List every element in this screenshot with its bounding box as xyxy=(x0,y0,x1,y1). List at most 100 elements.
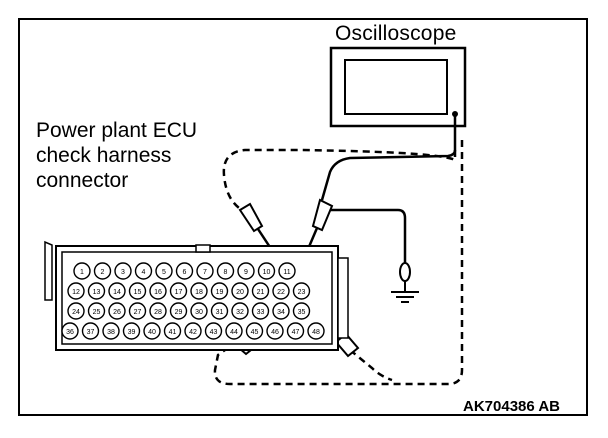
connector-pin-number: 14 xyxy=(113,289,121,296)
connector-pin xyxy=(292,302,311,320)
connector-pin-number: 34 xyxy=(277,309,285,316)
connector-pin xyxy=(272,282,290,300)
oscilloscope-label: Oscilloscope xyxy=(335,22,457,45)
connector-pin-number: 26 xyxy=(113,309,121,316)
connector-pin xyxy=(257,262,276,280)
connector-pin-number: 35 xyxy=(298,309,306,316)
connector-pin xyxy=(190,302,208,320)
oscilloscope xyxy=(329,46,467,128)
dashed-lead-bottom xyxy=(213,140,464,386)
connector-pin-number: 45 xyxy=(251,329,259,336)
connector-pin-number: 38 xyxy=(107,329,115,336)
connector-pin-number: 17 xyxy=(175,289,183,296)
connector-pin xyxy=(122,322,141,340)
connector-pin-number: 40 xyxy=(148,329,156,336)
connector-pin-number: 31 xyxy=(216,309,224,316)
connector-pin-number: 11 xyxy=(283,269,290,276)
connector-pin-number: 9 xyxy=(244,269,248,276)
connector-pin-number: 5 xyxy=(162,269,166,276)
connector-pin-number: 15 xyxy=(134,289,142,296)
connector-pin xyxy=(225,322,243,340)
ecu-label-line-3: connector xyxy=(36,169,129,192)
connector-pin-number: 43 xyxy=(210,329,218,336)
connector-pin xyxy=(73,262,91,280)
connector-pin xyxy=(307,322,325,340)
connector-pin-number: 37 xyxy=(87,329,95,336)
ground-clip-icon xyxy=(391,262,419,303)
connector-pin-number: 30 xyxy=(195,309,203,316)
connector-pin-number: 48 xyxy=(312,329,320,336)
connector-pin-number: 13 xyxy=(93,289,101,296)
connector-pin-number: 16 xyxy=(154,289,162,296)
connector-pin xyxy=(286,322,305,340)
connector-pin xyxy=(169,282,188,300)
connector-pin xyxy=(292,282,311,300)
connector-pin xyxy=(169,302,188,320)
connector-pin-number: 21 xyxy=(257,289,265,296)
connector-pin xyxy=(128,282,147,300)
connector-pin-number: 8 xyxy=(224,269,228,276)
figure-code: AK704386 AB xyxy=(463,398,560,415)
dashed-lead-right xyxy=(349,349,393,382)
connector-pin-number: 32 xyxy=(236,309,244,316)
ground-lead xyxy=(330,208,407,265)
connector-pin-number: 7 xyxy=(203,269,207,276)
connector-pin-number: 19 xyxy=(216,289,224,296)
connector-pin-number: 3 xyxy=(121,269,125,276)
connector-pin-number: 36 xyxy=(66,329,74,336)
connector-pin xyxy=(210,282,229,300)
connector-pin xyxy=(272,302,290,320)
connector-pin xyxy=(190,282,208,300)
connector-pin xyxy=(61,322,79,340)
ecu-label-line-2: check harness xyxy=(36,144,172,167)
connector-pin-number: 20 xyxy=(236,289,244,296)
connector-pin xyxy=(251,282,270,300)
connector-pin xyxy=(108,302,126,320)
connector-pin xyxy=(134,262,153,280)
connector-pin-number: 10 xyxy=(263,269,271,276)
solid-probe-lead xyxy=(320,116,457,201)
connector-pin xyxy=(155,262,173,280)
connector-pin xyxy=(87,282,106,300)
connector-pin-number: 47 xyxy=(292,329,300,336)
connector-pin xyxy=(251,302,270,320)
connector-pin-number: 4 xyxy=(142,269,146,276)
connector-pin-number: 41 xyxy=(169,329,177,336)
connector-pin xyxy=(149,302,167,320)
ecu-connector-label: Power plant ECU check harness connector xyxy=(36,118,197,193)
connector-pin-number: 28 xyxy=(154,309,162,316)
connector-pin xyxy=(204,322,223,340)
connector-pin xyxy=(210,302,229,320)
connector-pin xyxy=(175,262,194,280)
connector-pin xyxy=(93,262,112,280)
connector-pin-number: 27 xyxy=(134,309,142,316)
connector-pin-number: 42 xyxy=(189,329,197,336)
connector-pin-number: 24 xyxy=(72,309,80,316)
connector-pin xyxy=(108,282,126,300)
connector-pin-number: 29 xyxy=(175,309,183,316)
connector-pin-number: 23 xyxy=(298,289,306,296)
connector-pin xyxy=(196,262,214,280)
connector-pin xyxy=(245,322,264,340)
connector-pin xyxy=(128,302,147,320)
connector-pin-number: 44 xyxy=(230,329,238,336)
connector-pin xyxy=(81,322,100,340)
connector-pin xyxy=(87,302,106,320)
connector-pin-number: 1 xyxy=(80,269,84,276)
connector-pin xyxy=(67,302,85,320)
dashed-lead-left xyxy=(222,148,457,221)
connector-pin xyxy=(114,262,132,280)
connector-pin-number: 6 xyxy=(183,269,187,276)
connector-pin xyxy=(231,302,249,320)
connector-pin xyxy=(149,282,167,300)
connector-pin xyxy=(231,282,249,300)
connector-pin xyxy=(102,322,120,340)
ecu-label-line-1: Power plant ECU xyxy=(36,119,198,142)
connector-pin xyxy=(184,322,202,340)
connector-pin-number: 25 xyxy=(93,309,101,316)
connector-pin-number: 18 xyxy=(195,289,203,296)
connector-pin xyxy=(67,282,85,300)
